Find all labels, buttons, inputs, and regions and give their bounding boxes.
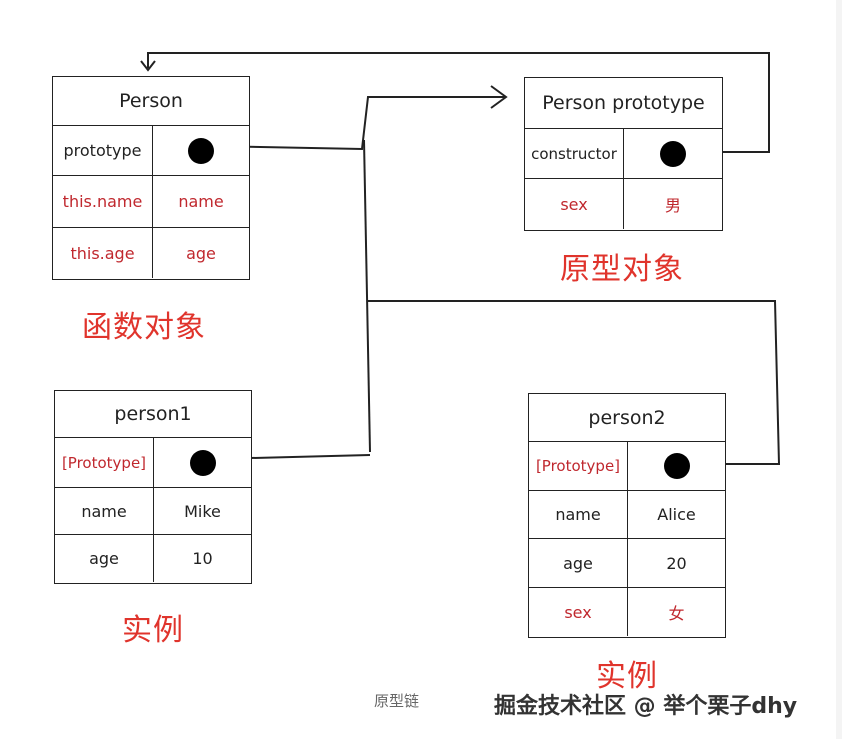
person1-row-age: age 10 xyxy=(55,535,251,582)
person2-proto-line xyxy=(368,300,781,465)
person2-value-sex: 女 xyxy=(668,604,685,623)
person1-prototype-pointer xyxy=(154,438,251,487)
caption-instance-left: 实例 xyxy=(122,613,184,648)
person-key-prototype: prototype xyxy=(53,126,153,175)
person2-table: person2 [Prototype] name Alice age 20 se… xyxy=(528,393,726,638)
person2-title: person2 xyxy=(529,394,725,442)
person-prototype-row-constructor: constructor xyxy=(525,129,722,179)
person1-row-name: name Mike xyxy=(55,488,251,535)
person1-value-age: 10 xyxy=(192,549,213,568)
person-prototype-title: Person prototype xyxy=(525,78,722,129)
person1-key-name: name xyxy=(55,488,154,534)
person2-prototype-pointer xyxy=(628,442,725,490)
caption-function-object: 函数对象 xyxy=(82,310,206,345)
person2-key-sex: sex xyxy=(529,588,628,636)
person2-row-age: age 20 xyxy=(529,539,725,588)
caption-instance-right: 实例 xyxy=(596,659,658,694)
person2-value-name: Alice xyxy=(657,505,696,524)
person-prototype-table: Person prototype constructor sex 男 xyxy=(524,77,723,231)
trunk-line xyxy=(363,139,371,453)
person-row-age: this.age age xyxy=(53,228,249,278)
prototype-link-arrowhead xyxy=(490,85,508,109)
person1-key-prototype: [Prototype] xyxy=(55,438,154,487)
constructor-pointer xyxy=(624,129,722,178)
pointer-dot-icon xyxy=(660,140,686,167)
person-row-prototype: prototype xyxy=(53,126,249,176)
person2-key-name: name xyxy=(529,491,628,538)
person2-key-age: age xyxy=(529,539,628,587)
person2-row-sex: sex 女 xyxy=(529,588,725,636)
person-value-name: name xyxy=(178,192,224,211)
person-prototype-key-constructor: constructor xyxy=(525,129,624,178)
pointer-dot-icon xyxy=(188,137,214,164)
person2-value-age: 20 xyxy=(666,553,687,573)
figure-caption: 原型链 xyxy=(374,692,420,710)
watermark: 掘金技术社区 @ 举个栗子dhy xyxy=(494,694,798,719)
caption-prototype-object: 原型对象 xyxy=(560,252,684,287)
scrollbar-strip xyxy=(836,0,842,739)
person-prototype-key-sex: sex xyxy=(525,179,624,229)
person2-row-name: name Alice xyxy=(529,491,725,539)
pointer-dot-icon xyxy=(189,449,216,476)
person-table: Person prototype this.name name this.age… xyxy=(52,76,250,280)
person1-key-age: age xyxy=(55,535,154,582)
person1-row-prototype: [Prototype] xyxy=(55,438,251,488)
person-key-name: this.name xyxy=(53,176,153,227)
person-prototype-value-sex: 男 xyxy=(664,196,681,215)
pointer-dot-icon xyxy=(663,453,690,479)
person-key-age: this.age xyxy=(53,228,153,278)
person1-title: person1 xyxy=(55,391,251,438)
constructor-link-arrowhead xyxy=(140,60,156,72)
person1-value-name: Mike xyxy=(184,501,221,521)
person-prototype-row-sex: sex 男 xyxy=(525,179,722,229)
constructor-link-line xyxy=(147,52,770,153)
person-title: Person xyxy=(53,77,249,126)
person2-key-prototype: [Prototype] xyxy=(529,442,628,490)
person2-row-prototype: [Prototype] xyxy=(529,442,725,491)
person-row-name: this.name name xyxy=(53,176,249,228)
person-value-age: age xyxy=(186,243,216,263)
prototype-link-line xyxy=(206,96,505,151)
person-prototype-pointer xyxy=(153,126,249,175)
person1-table: person1 [Prototype] name Mike age 10 xyxy=(54,390,252,584)
